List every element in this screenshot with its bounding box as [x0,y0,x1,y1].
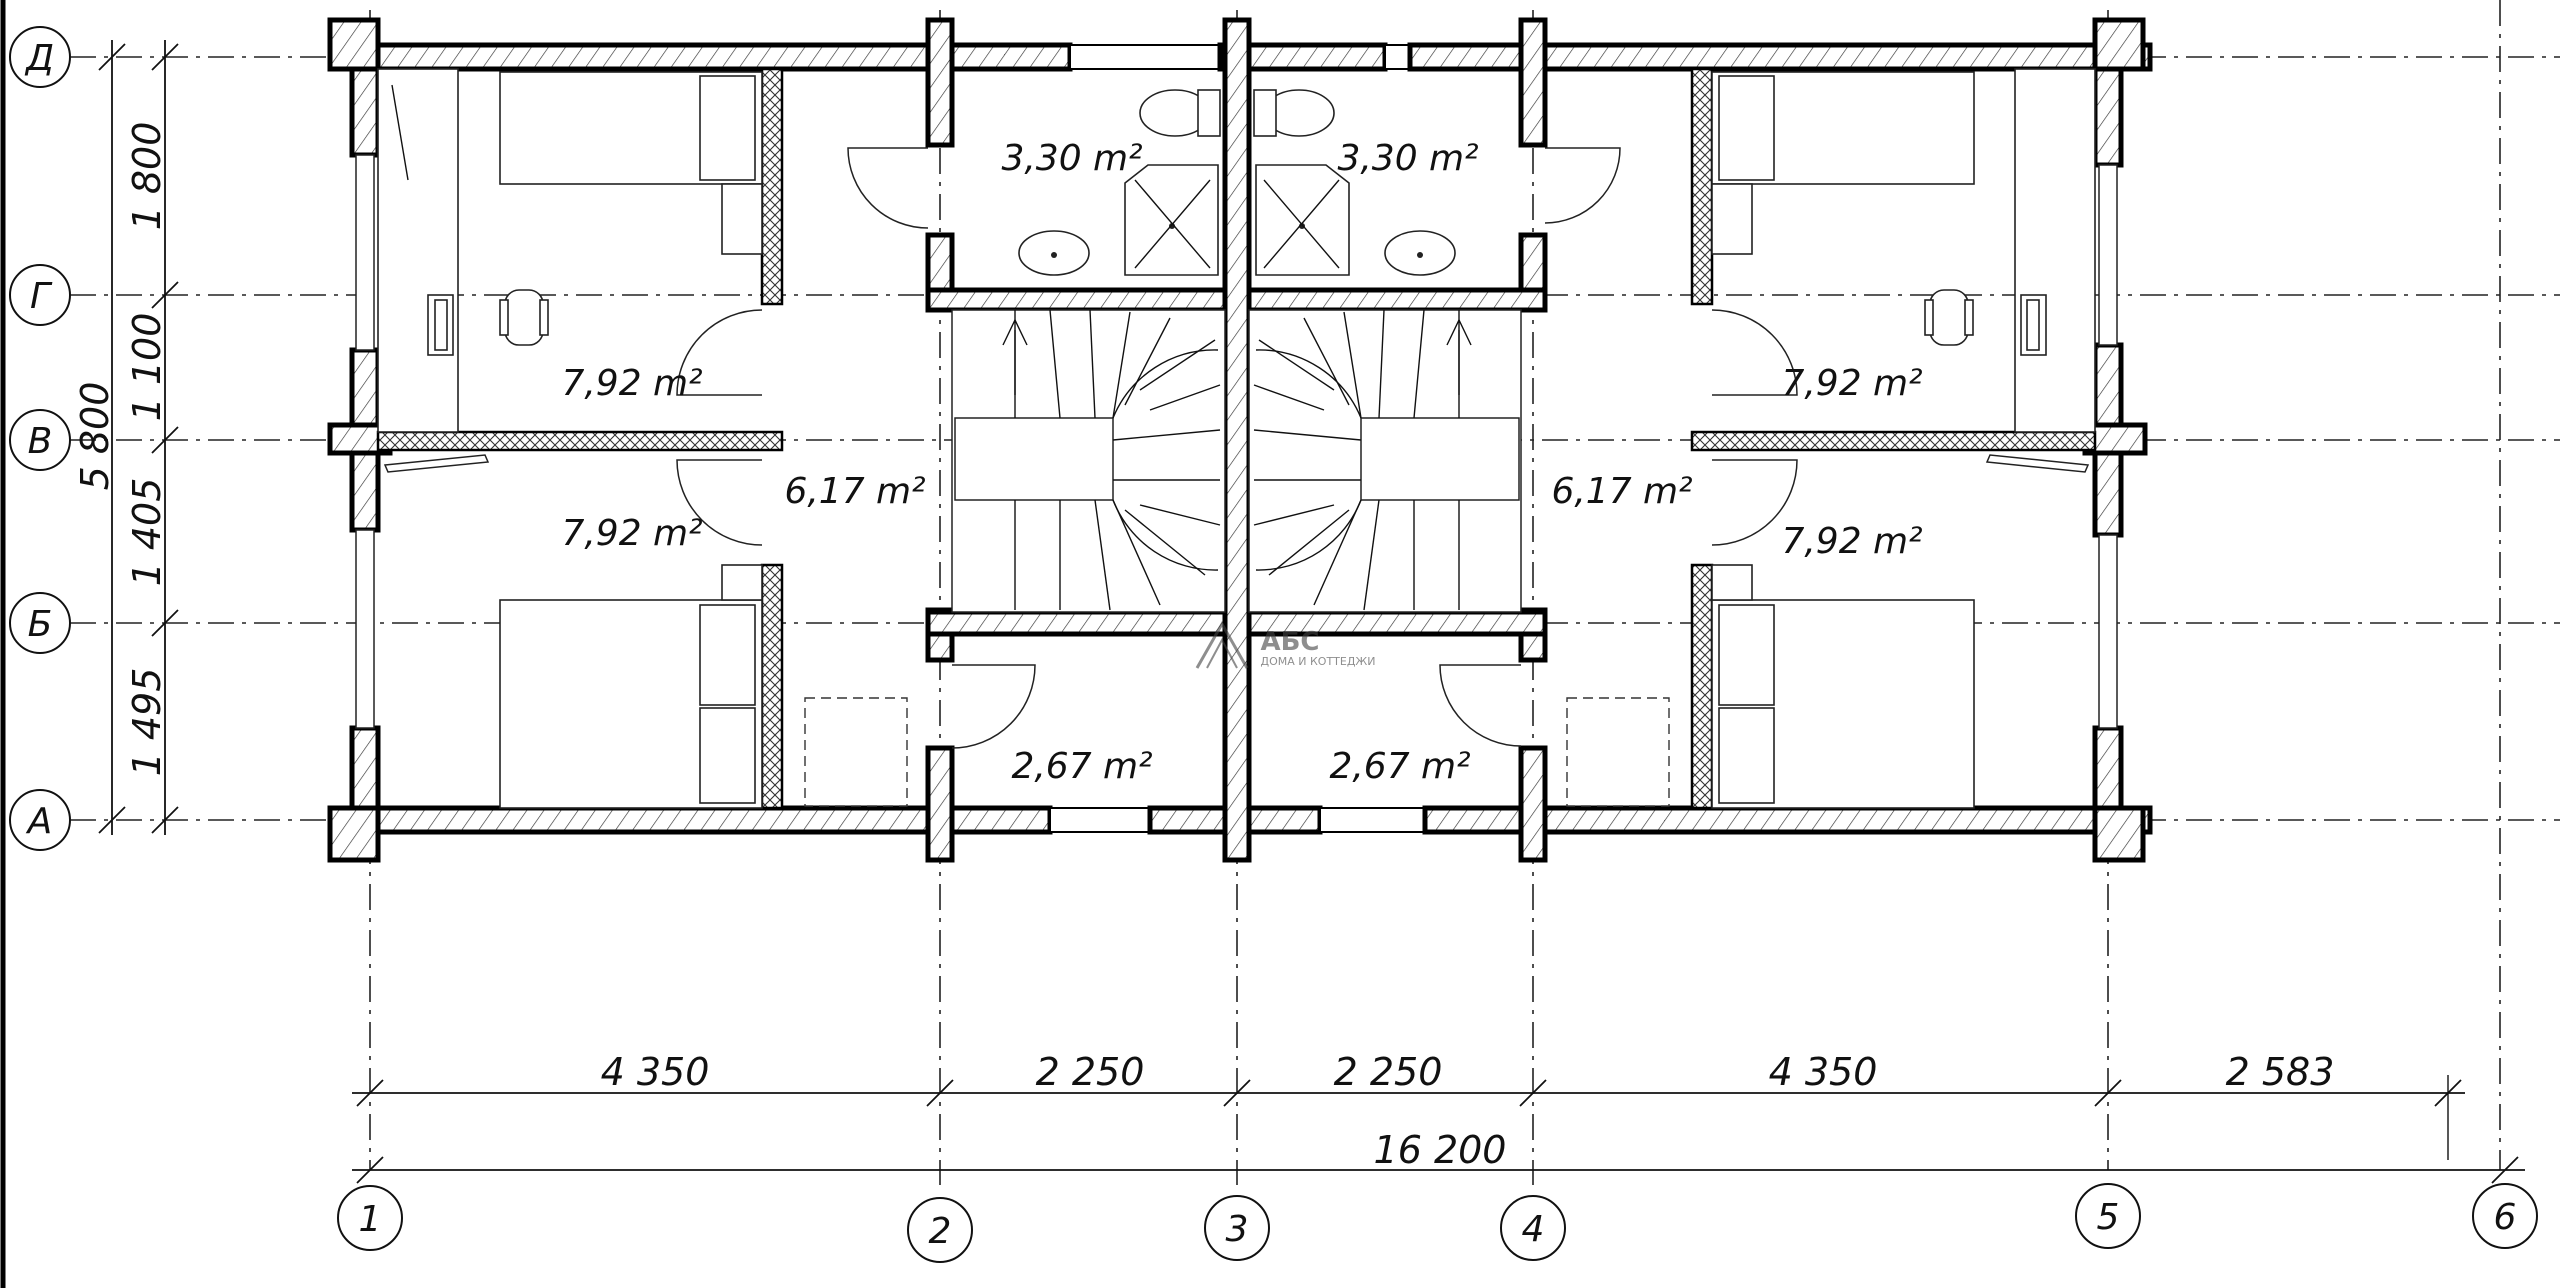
column-axis-label: 1 [359,1199,382,1240]
column-axis-label: 4 [1522,1209,1545,1250]
company-watermark: АБС ДОМА И КОТТЕДЖИ [1195,620,1376,669]
room-area-label: 6,17 m² [1551,471,1692,512]
vertical-total-dimension: 5 800 [73,382,117,491]
doors [383,147,2090,749]
row-axis-label: Б [28,604,53,645]
vertical-dimension-label: 1 495 [125,668,169,777]
desk-chair-right [1924,289,2047,356]
room-area-label: 7,92 m² [561,363,702,404]
column-axis-label: 6 [2494,1197,2517,1238]
staircase-left [951,309,1226,613]
vertical-dimension-label: 1 100 [125,313,169,422]
bathroom-fixtures-left [1018,89,1221,276]
horizontal-dimension-label: 2 250 [1334,1050,1443,1094]
bed-upper-left [499,71,763,255]
wardrobe-left [377,68,459,433]
horizontal-dimension-label: 2 250 [1036,1050,1145,1094]
watermark-brand: АБС [1260,627,1319,657]
closet-box-right [1566,697,1670,807]
bed-lower-right [1711,564,1975,809]
bed-upper-right [1711,71,1975,255]
wardrobe-right [2014,68,2096,433]
bathroom-fixtures-right [1253,89,1456,276]
room-area-label: 7,92 m² [1781,363,1922,404]
staircase-right [1248,309,1522,613]
horizontal-dimension-label: 4 350 [601,1050,710,1094]
bed-lower-left [499,564,763,809]
column-axis-markers: 1 2 3 4 5 6 [337,1183,2538,1263]
row-axis-label: В [28,421,53,462]
closet-box-left [804,697,908,807]
room-area-label: 3,30 m² [1001,138,1142,179]
row-axis-label: А [26,801,53,842]
room-area-label: 7,92 m² [561,513,702,554]
vertical-dimension-label: 1 405 [125,478,169,587]
room-area-label: 2,67 m² [1011,746,1152,787]
vertical-dimension-chain: 1 800 1 100 1 405 1 495 5 800 [73,40,179,835]
watermark-tagline: ДОМА И КОТТЕДЖИ [1260,655,1375,668]
desk-chair-left [427,289,549,356]
vertical-dimension-label: 1 800 [125,122,169,231]
column-axis-label: 3 [1226,1209,1249,1250]
row-axis-markers: Д Г В Б А [9,26,71,851]
column-axis-label: 2 [929,1211,952,1252]
horizontal-dimension-label: 4 350 [1769,1050,1878,1094]
room-area-label: 6,17 m² [784,471,925,512]
house-logo-icon [1195,620,1249,669]
row-axis-label: Г [30,276,53,317]
room-area-labels: 3,30 m² 3,30 m² 7,92 m² 7,92 m² 7,92 m² … [561,138,1922,787]
room-area-label: 7,92 m² [1781,521,1922,562]
partitions [376,67,2097,810]
column-axis-label: 5 [2097,1197,2120,1238]
row-axis-label: Д [24,38,54,79]
horizontal-total-dimension: 16 200 [1374,1128,1507,1172]
horizontal-dimension-label: 2 583 [2226,1050,2335,1094]
room-area-label: 3,30 m² [1337,138,1478,179]
room-area-label: 2,67 m² [1329,746,1470,787]
horizontal-dimension-chain: 4 350 2 250 2 250 4 350 2 583 16 200 [352,1050,2525,1184]
